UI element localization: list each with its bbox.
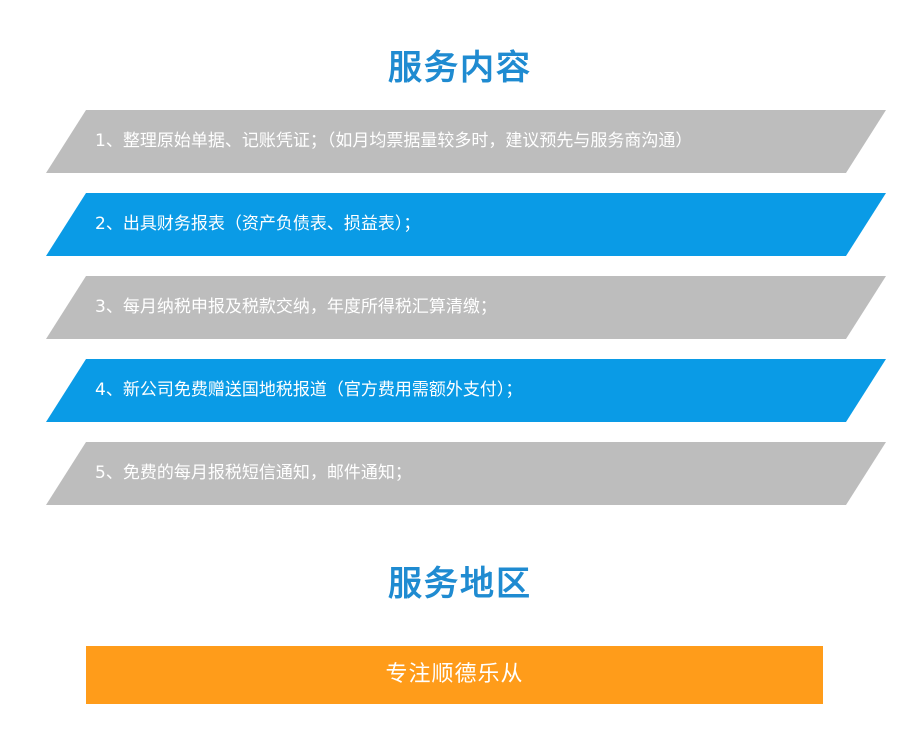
service-item-1: 1、整理原始单据、记账凭证；（如月均票据量较多时，建议预先与服务商沟通） bbox=[46, 110, 886, 173]
service-item-3-label: 3、每月纳税申报及税款交纳，年度所得税汇算清缴； bbox=[95, 297, 497, 317]
service-item-4-label: 4、新公司免费赠送国地税报道（官方费用需额外支付）； bbox=[95, 380, 523, 400]
service-item-4: 4、新公司免费赠送国地税报道（官方费用需额外支付）； bbox=[46, 359, 886, 422]
service-content-title: 服务内容 bbox=[388, 48, 532, 88]
service-region-banner: 专注顺德乐从 bbox=[86, 646, 823, 704]
service-item-2: 2、出具财务报表（资产负债表、损益表）； bbox=[46, 193, 886, 256]
service-item-1-label: 1、整理原始单据、记账凭证；（如月均票据量较多时，建议预先与服务商沟通） bbox=[95, 131, 693, 151]
service-item-2-label: 2、出具财务报表（资产负债表、损益表）； bbox=[95, 214, 421, 234]
service-item-5: 5、免费的每月报税短信通知，邮件通知； bbox=[46, 442, 886, 505]
service-item-5-label: 5、免费的每月报税短信通知，邮件通知； bbox=[95, 463, 412, 483]
service-area-title: 服务地区 bbox=[388, 564, 532, 604]
service-item-3: 3、每月纳税申报及税款交纳，年度所得税汇算清缴； bbox=[46, 276, 886, 339]
